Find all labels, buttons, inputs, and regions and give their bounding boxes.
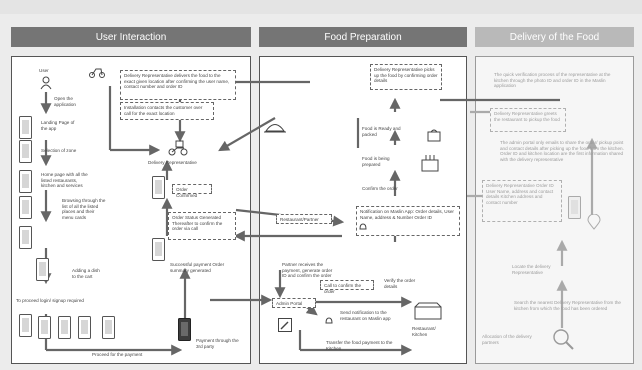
food-ready-label: Food is Ready and packed — [362, 126, 401, 137]
rep-delivers-box: Delivery Representative delivers the foo… — [120, 70, 236, 100]
phone-screen — [38, 316, 51, 339]
confirm-order-label: Confirm the order — [362, 186, 398, 191]
delivery-scooter-icon — [168, 140, 188, 156]
order-status-box: Order Status Generated Thereafter to con… — [168, 212, 236, 240]
cloche-icon — [264, 124, 286, 133]
delivery-phone — [568, 196, 581, 219]
proceed-payment-label: Proceed for the payment — [92, 352, 143, 357]
transfer-payment-label: Transfer the food payment to the Kitchen — [326, 340, 393, 351]
admin-email-label: The admin portal only emails to share th… — [500, 140, 624, 162]
adding-dish-label: Adding a dish to the cart — [72, 268, 100, 279]
phone-screen — [19, 116, 32, 139]
notification-box: Notification on Maslin App: Order detail… — [356, 206, 460, 236]
phone-screen — [19, 140, 32, 163]
header-food-preparation: Food Preparation — [259, 27, 467, 47]
header-user-interaction: User Interaction — [11, 27, 251, 47]
send-notification-label: Send notification to the restaurant on M… — [340, 310, 391, 321]
payment-phone — [178, 318, 191, 341]
scooter-icon — [89, 68, 105, 78]
payment-3rd-label: Payment through the 3rd party — [196, 338, 239, 349]
landing-page-label: Landing Page of the app — [41, 120, 75, 131]
search-map-icon — [553, 329, 574, 350]
locate-rep-label: Locate the delivery Representative — [512, 264, 551, 275]
partner-receives-label: Partner receives the payment, generate o… — [282, 262, 333, 279]
admin-portal-box: Admin Portal — [272, 298, 316, 308]
phone-screen — [58, 316, 71, 339]
rep-contacts-box: Installation contacts the customer over … — [120, 102, 214, 120]
phone-screen — [78, 316, 91, 339]
food-bag-icon — [427, 129, 441, 142]
signup-label: To proceed login/ signup required — [16, 298, 84, 303]
allocation-label: Allocation of the delivery partners — [482, 334, 532, 345]
top-strip — [0, 0, 642, 14]
rep-greets-box: Delivery Representative greets the resta… — [490, 108, 566, 132]
search-rep-label: Search the nearest Delivery Representati… — [514, 300, 621, 311]
kitchen-icon — [421, 155, 439, 172]
restaurant-partner-box: Restaurant/Partner — [276, 214, 332, 224]
successful-payment-label: Successful payment Order summary generat… — [170, 262, 225, 273]
call-confirm-box: Call to confirm the order — [320, 280, 374, 294]
restaurant-kitchen-label: Restaurant/ Kitchen — [412, 326, 436, 337]
verify-details-label: Verify the order details — [384, 278, 416, 289]
header-delivery: Delivery of the Food — [475, 27, 634, 47]
phone-screen — [19, 226, 32, 249]
rep-details-box: Delivery Representative Order ID User Na… — [482, 180, 562, 222]
phone-screen — [19, 314, 32, 337]
phone-screen — [19, 170, 32, 193]
order-confirmed-box: Order Confirmed — [172, 184, 212, 198]
food-prepared-label: Food is being prepared — [362, 156, 390, 167]
phone-screen — [19, 196, 32, 219]
tools-icon — [278, 318, 292, 332]
phone-screen — [152, 176, 165, 199]
home-page-label: Home page with all the listed restaurant… — [41, 172, 88, 189]
quick-verification-label: The quick verification process of the re… — [494, 72, 611, 89]
open-app-label: Open the application — [54, 96, 76, 107]
bell-icon — [359, 223, 367, 230]
phone-screen — [152, 238, 165, 261]
user-label: User — [39, 68, 49, 73]
delivery-rep-label: Delivery Representative — [148, 160, 197, 165]
notification-bell-icon — [325, 317, 333, 324]
browsing-label: Browsing through the list of all the lis… — [62, 198, 106, 220]
restaurant-icon — [414, 302, 442, 320]
rep-picks-box: Delivery Representative picks up the foo… — [370, 64, 442, 90]
phone-screen — [36, 258, 49, 281]
selection-zone-label: Selection of zone — [41, 148, 77, 153]
location-pin-icon — [587, 214, 601, 230]
phone-screen — [102, 316, 115, 339]
user-icon — [40, 76, 52, 90]
